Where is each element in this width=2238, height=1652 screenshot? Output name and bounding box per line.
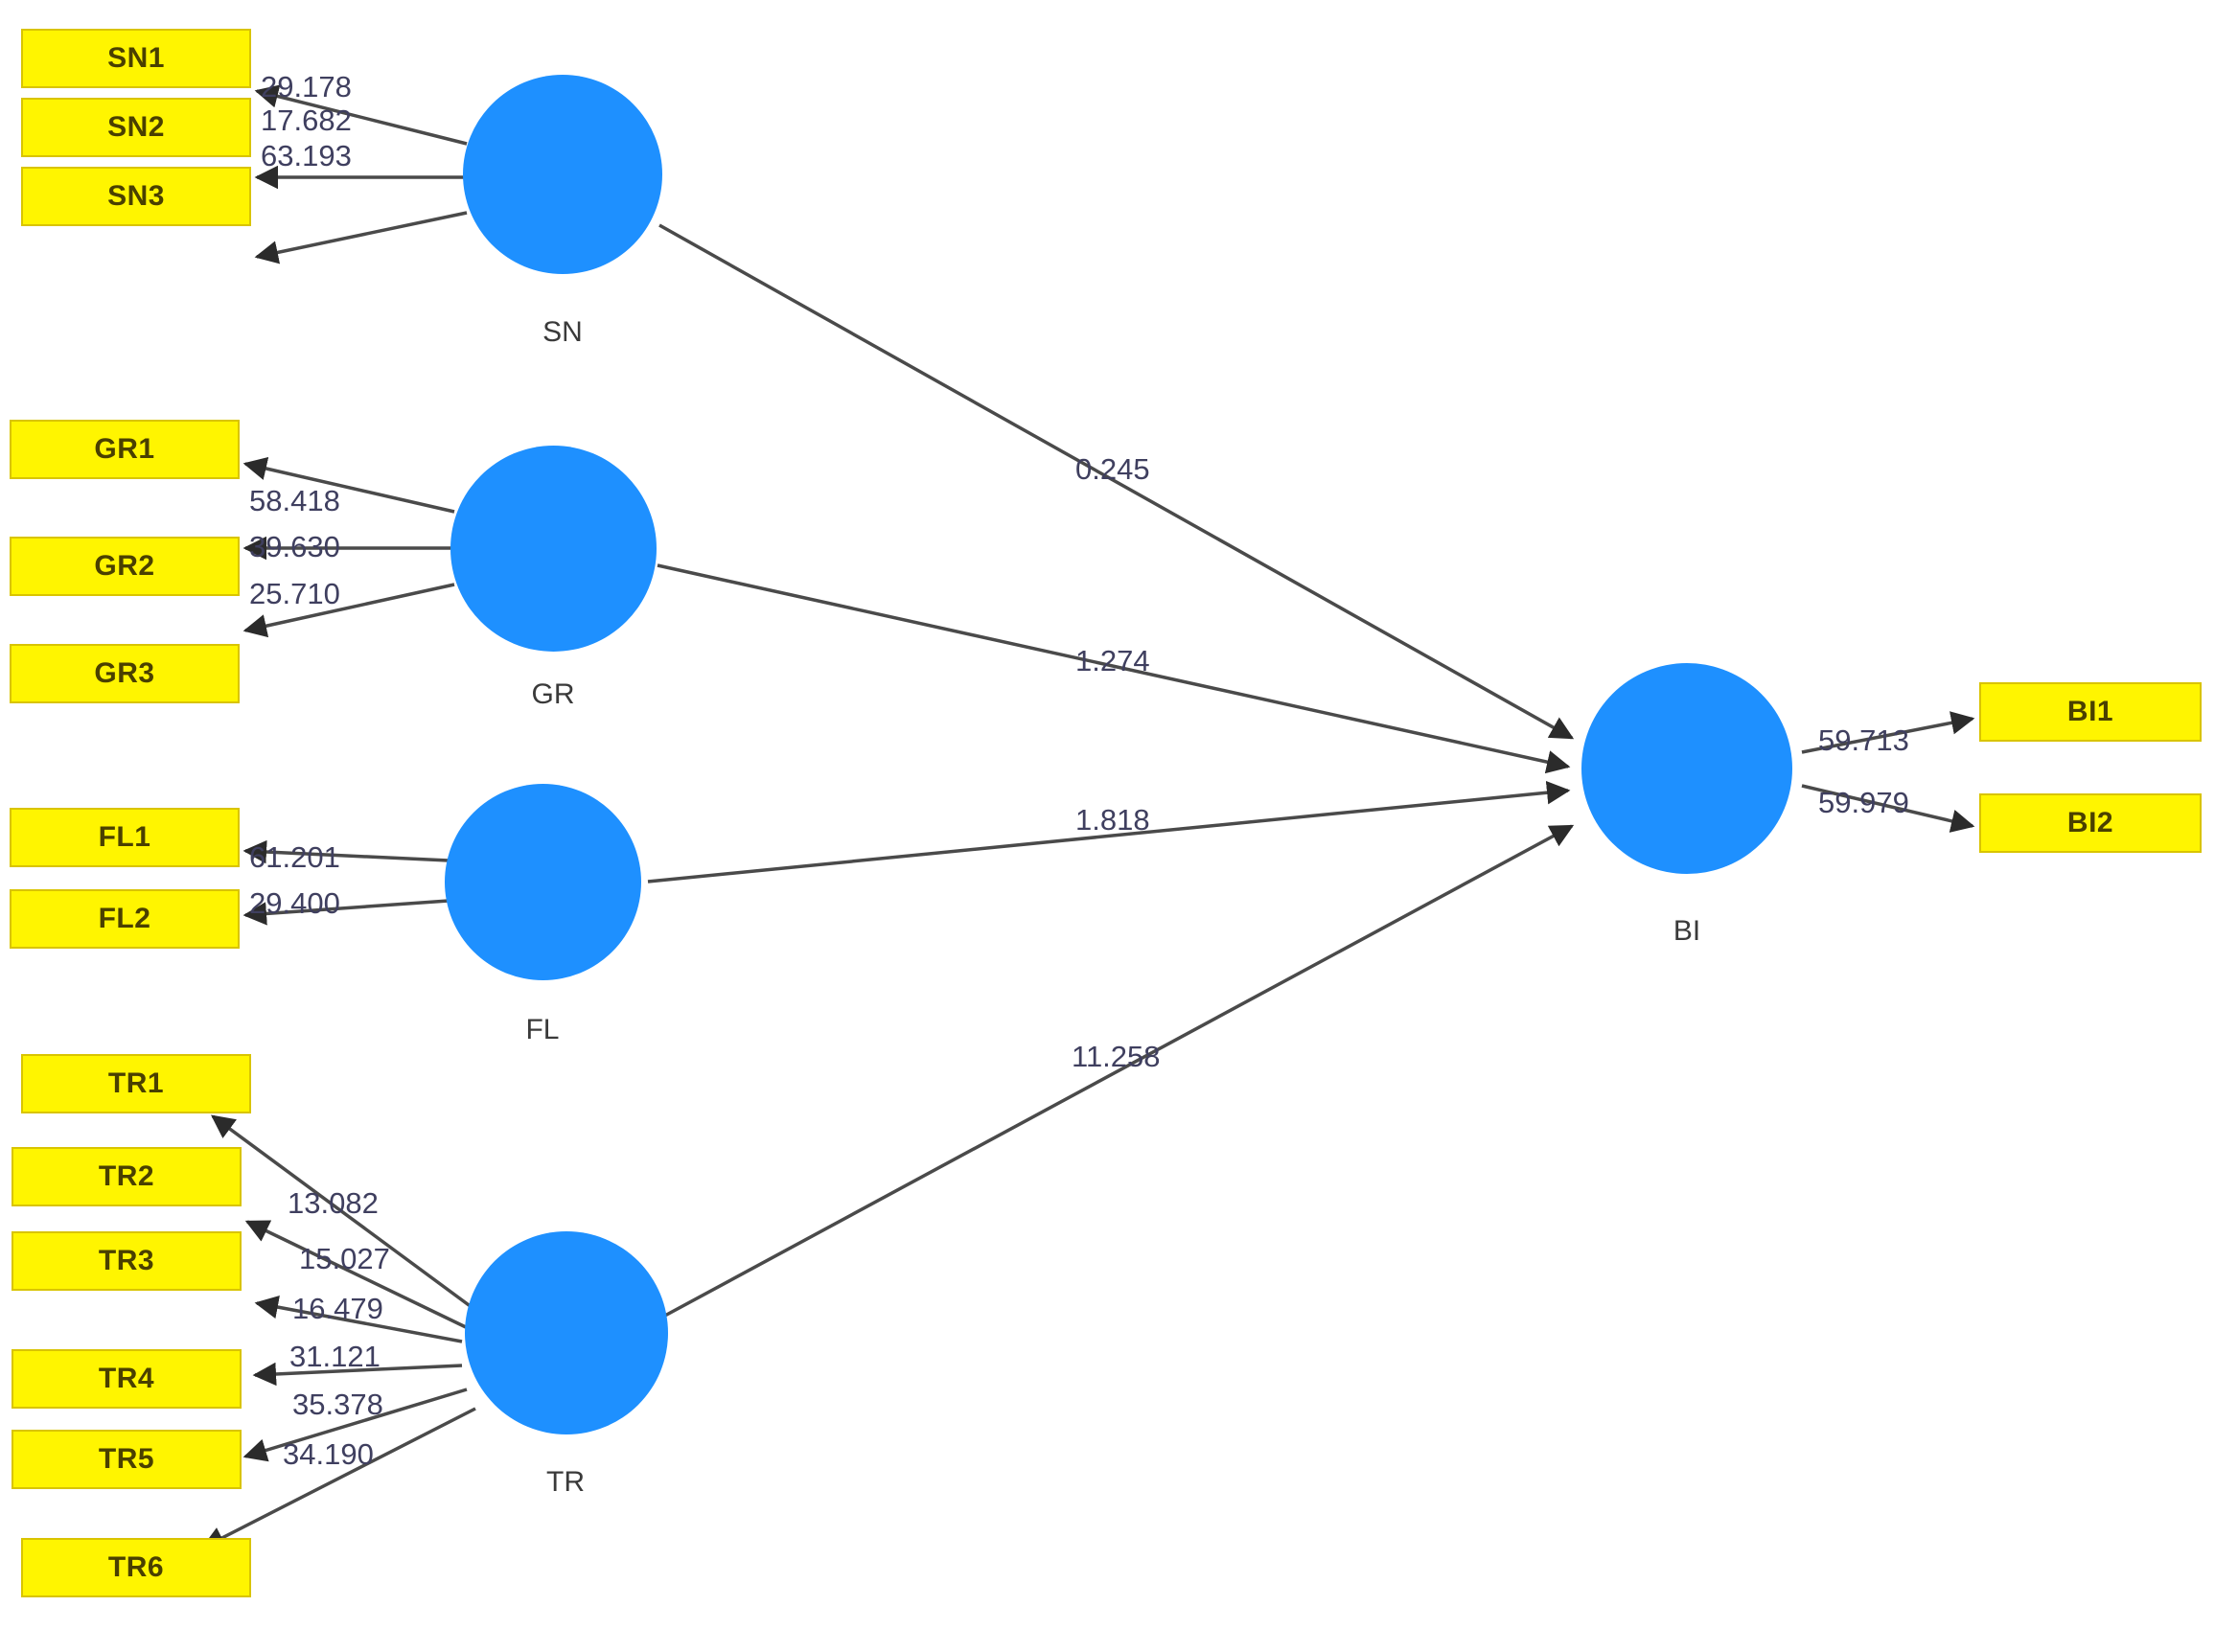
path-label-fl-bi: 1.818 <box>1075 803 1150 837</box>
indicator-label: FL1 <box>98 821 151 853</box>
indicator-label: SN3 <box>107 180 165 212</box>
loading-label-bi-bi1: 59.713 <box>1818 723 1909 757</box>
latent-label-fl: FL <box>525 1014 560 1045</box>
loading-label-sn-sn3: 63.193 <box>261 139 352 172</box>
loading-label-gr-gr2: 39.630 <box>249 530 340 563</box>
loading-label-fl-fl2: 29.400 <box>249 886 340 920</box>
indicator-box-sn1[interactable]: SN1 <box>21 29 251 88</box>
indicator-label: SN1 <box>107 42 165 74</box>
path-label-gr-bi: 1.274 <box>1075 644 1150 677</box>
loading-label-tr-tr6: 34.190 <box>283 1437 374 1471</box>
indicator-box-gr3[interactable]: GR3 <box>10 644 240 703</box>
indicator-label: FL2 <box>98 903 151 934</box>
indicator-label: TR2 <box>98 1160 155 1192</box>
indicator-box-tr4[interactable]: TR4 <box>12 1349 242 1409</box>
loading-label-fl-fl1: 61.201 <box>249 840 340 874</box>
latent-circle-bi[interactable] <box>1581 663 1792 874</box>
indicator-label: BI2 <box>2066 807 2114 838</box>
latent-circle-fl[interactable] <box>445 784 641 980</box>
indicator-box-bi2[interactable]: BI2 <box>1979 793 2202 853</box>
indicator-box-fl2[interactable]: FL2 <box>10 889 240 949</box>
path-label-sn-bi: 0.245 <box>1075 452 1150 486</box>
edge-sn-sn3 <box>254 211 468 264</box>
indicator-label: TR4 <box>98 1363 155 1394</box>
indicator-label: BI1 <box>2066 696 2114 727</box>
loading-label-gr-gr3: 25.710 <box>249 577 340 610</box>
indicator-box-fl1[interactable]: FL1 <box>10 808 240 867</box>
indicator-label: TR3 <box>98 1245 155 1276</box>
indicator-box-tr2[interactable]: TR2 <box>12 1147 242 1206</box>
indicator-box-gr2[interactable]: GR2 <box>10 537 240 596</box>
latent-circle-sn[interactable] <box>463 75 662 274</box>
edge-tr-tr6 <box>200 1407 476 1549</box>
indicator-label: GR3 <box>94 657 155 689</box>
indicator-label: SN2 <box>107 111 165 143</box>
loading-label-tr-tr4: 31.121 <box>289 1340 381 1373</box>
latent-label-bi: BI <box>1673 915 1701 947</box>
indicator-box-tr1[interactable]: TR1 <box>21 1054 251 1113</box>
indicator-label: GR1 <box>94 433 155 465</box>
latent-label-gr: GR <box>531 678 575 710</box>
loading-label-sn-sn2: 17.682 <box>261 103 352 137</box>
indicator-label: TR1 <box>107 1067 165 1099</box>
latent-label-tr: TR <box>546 1466 585 1498</box>
loading-label-tr-tr5: 35.378 <box>292 1388 383 1421</box>
loading-label-tr-tr2: 15.027 <box>299 1242 390 1275</box>
indicator-box-tr3[interactable]: TR3 <box>12 1231 242 1291</box>
indicator-label: GR2 <box>94 550 155 582</box>
path-label-tr-bi: 11.258 <box>1072 1040 1161 1073</box>
latent-circle-gr[interactable] <box>450 446 657 652</box>
loading-label-bi-bi2: 59.979 <box>1818 786 1909 819</box>
loading-label-gr-gr1: 58.418 <box>249 484 340 517</box>
latent-label-sn: SN <box>542 316 583 348</box>
loading-label-sn-sn1: 29.178 <box>261 70 352 103</box>
indicator-label: TR6 <box>107 1551 165 1583</box>
indicator-box-sn2[interactable]: SN2 <box>21 98 251 157</box>
indicator-label: TR5 <box>98 1443 155 1475</box>
latent-circle-tr[interactable] <box>465 1231 668 1434</box>
indicator-box-bi1[interactable]: BI1 <box>1979 682 2202 742</box>
indicator-box-sn3[interactable]: SN3 <box>21 167 251 226</box>
loading-label-tr-tr1: 13.082 <box>288 1186 379 1220</box>
indicator-box-tr5[interactable]: TR5 <box>12 1430 242 1489</box>
indicator-box-tr6[interactable]: TR6 <box>21 1538 251 1597</box>
loading-label-tr-tr3: 16.479 <box>292 1292 383 1325</box>
indicator-box-gr1[interactable]: GR1 <box>10 420 240 479</box>
